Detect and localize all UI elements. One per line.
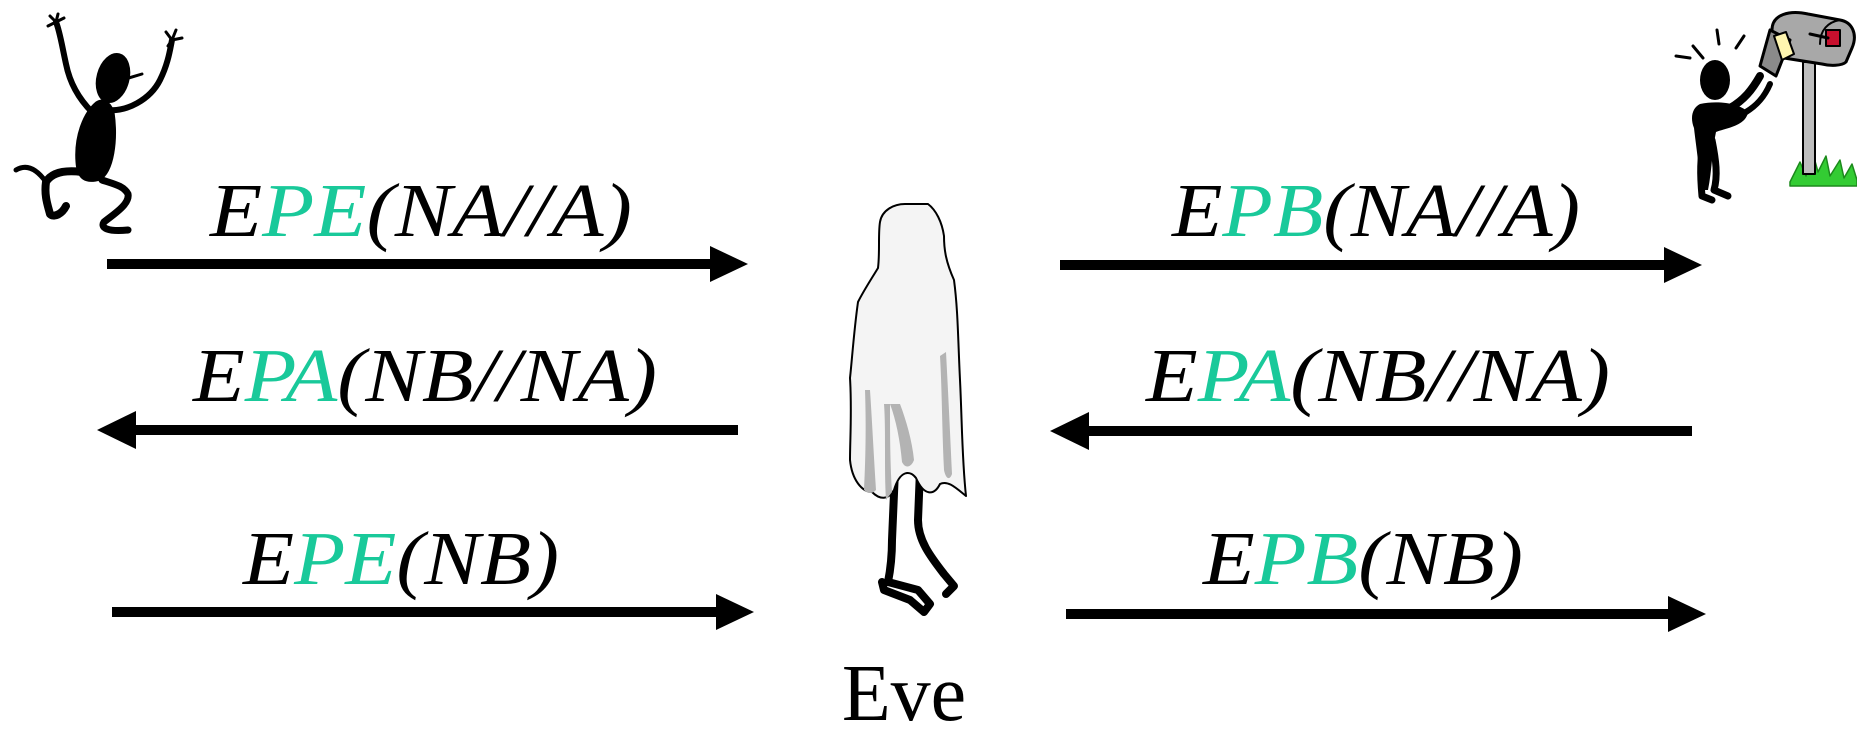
arrow-right (107, 246, 748, 282)
right-message-3: EPB(NB) (1066, 517, 1706, 632)
arrow-right (1066, 596, 1706, 632)
msg-key: PA (1197, 334, 1291, 418)
msg-body: (NB//NA) (1290, 334, 1610, 418)
msg-prefix: E (192, 334, 245, 418)
msg-body: (NB//NA) (337, 334, 657, 418)
message-label: EPB(NA//A) (1171, 169, 1580, 253)
arrow-right (112, 594, 754, 630)
right-message-2: EPA(NB//NA) (1050, 334, 1692, 450)
ghost-icon (849, 203, 967, 616)
msg-body: (NB) (1358, 517, 1523, 601)
arrow-left (97, 411, 738, 449)
msg-prefix: E (242, 517, 294, 601)
message-label: EPA(NB//NA) (1145, 334, 1610, 418)
msg-key: PE (261, 169, 366, 253)
msg-prefix: E (209, 169, 262, 253)
msg-key: PB (1254, 517, 1359, 601)
eve-label: Eve (842, 650, 966, 733)
msg-body: (NA//A) (366, 169, 632, 253)
msg-key: PE (293, 517, 396, 601)
msg-prefix: E (1145, 334, 1198, 418)
arrow-left (1050, 412, 1692, 450)
jumping-person-icon (13, 12, 184, 234)
right-message-1: EPB(NA//A) (1060, 169, 1702, 283)
left-message-3: EPE(NB) (112, 517, 754, 630)
msg-prefix: E (1202, 517, 1255, 601)
msg-prefix: E (1171, 169, 1223, 253)
message-label: EPA(NB//NA) (192, 334, 657, 418)
message-label: EPB(NB) (1202, 517, 1523, 601)
message-label: EPE(NA//A) (209, 169, 632, 253)
person-mailbox-icon (1674, 11, 1857, 204)
left-message-2: EPA(NB//NA) (97, 334, 738, 449)
left-message-1: EPE(NA//A) (107, 169, 748, 282)
message-label: EPE(NB) (242, 517, 559, 601)
msg-body: (NB) (396, 517, 559, 601)
msg-body: (NA//A) (1323, 169, 1580, 253)
arrow-right (1060, 247, 1702, 283)
msg-key: PA (244, 334, 338, 418)
msg-key: PB (1221, 169, 1323, 253)
